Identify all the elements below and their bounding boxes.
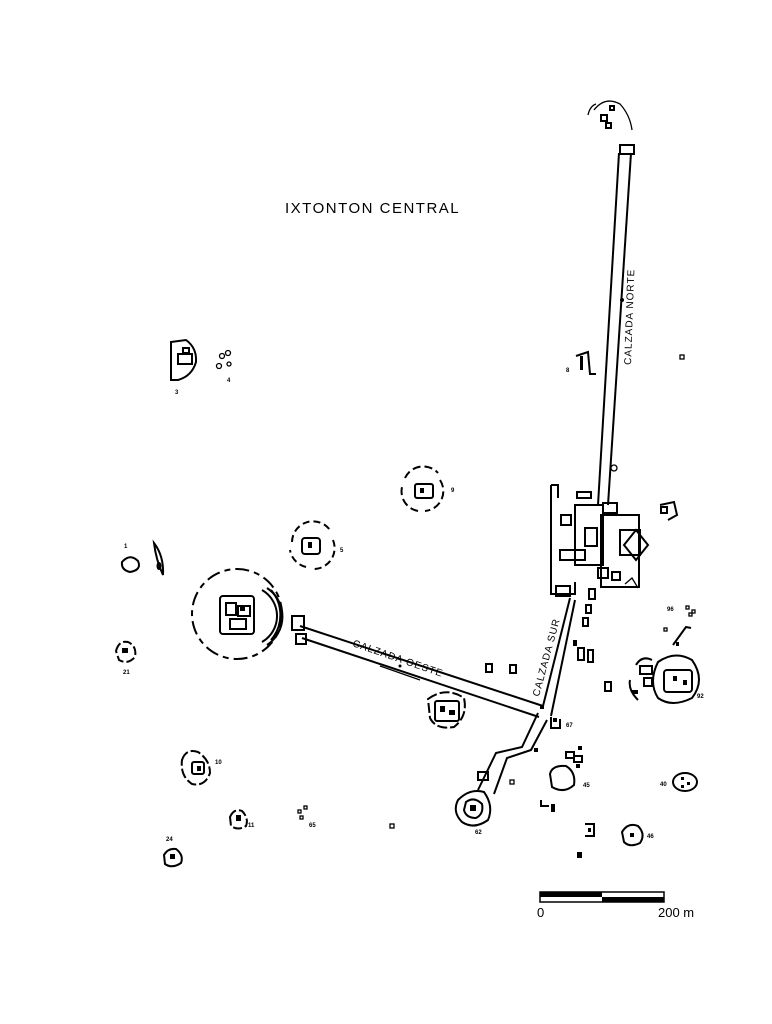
calzada-norte-causeway bbox=[597, 144, 635, 506]
group-62: 62 bbox=[454, 790, 492, 836]
group-92: 92 bbox=[628, 654, 704, 704]
group-11: 11 bbox=[228, 809, 255, 830]
scale-bar-end-label: 200 m bbox=[658, 905, 694, 920]
southern-small-structures bbox=[389, 779, 595, 858]
structure-8: 8 bbox=[566, 350, 596, 375]
group-label-3: 3 bbox=[175, 390, 179, 396]
group-label-10: 10 bbox=[215, 760, 222, 766]
group-label-1: 1 bbox=[124, 544, 128, 550]
group-24: 24 bbox=[162, 837, 183, 868]
scale-bar bbox=[539, 891, 665, 903]
group-65: 65 bbox=[297, 805, 316, 829]
scale-bar-start-label: 0 bbox=[537, 905, 544, 920]
calzada-norte-label: CALZADA NORTE bbox=[623, 269, 637, 365]
group-21: 21 bbox=[114, 640, 137, 676]
group-96: 96 bbox=[663, 605, 696, 646]
sur-structures bbox=[485, 588, 612, 709]
group-3: 3 bbox=[170, 338, 198, 396]
north-group bbox=[587, 100, 633, 131]
calzada-oeste-causeway bbox=[299, 625, 544, 718]
group-45: 45 bbox=[534, 746, 590, 791]
group-9: 9 bbox=[400, 465, 455, 512]
group-label-67: 67 bbox=[566, 723, 573, 729]
group-67: 67 bbox=[550, 717, 573, 729]
group-label-4: 4 bbox=[227, 378, 231, 384]
group-label-92: 92 bbox=[697, 694, 704, 700]
group-oeste-plaza bbox=[426, 691, 466, 729]
group-label-45: 45 bbox=[583, 783, 590, 789]
group-label-8: 8 bbox=[566, 368, 570, 374]
group-46: 46 bbox=[620, 823, 654, 847]
group-label-24: 24 bbox=[166, 837, 173, 843]
group-5: 5 bbox=[289, 520, 344, 571]
group-10: 10 bbox=[180, 750, 222, 786]
map-title: IXTONTON CENTRAL bbox=[285, 200, 460, 217]
group-label-65: 65 bbox=[309, 823, 316, 829]
group-label-62: 62 bbox=[475, 830, 482, 836]
group-label-9: 9 bbox=[451, 488, 455, 494]
group-label-96: 96 bbox=[667, 607, 674, 613]
group-label-21: 21 bbox=[123, 670, 130, 676]
central-acropolis bbox=[550, 464, 679, 597]
group-1: 1 bbox=[120, 539, 165, 576]
group-label-40: 40 bbox=[660, 782, 667, 788]
group-label-46: 46 bbox=[647, 834, 654, 840]
group-label-5: 5 bbox=[340, 548, 344, 554]
group-40: 40 bbox=[660, 772, 698, 792]
group-label-11: 11 bbox=[248, 823, 255, 829]
western-plaza-group bbox=[191, 568, 307, 660]
calzada-sur-causeway bbox=[477, 597, 576, 795]
group-4: 4 bbox=[215, 349, 232, 384]
